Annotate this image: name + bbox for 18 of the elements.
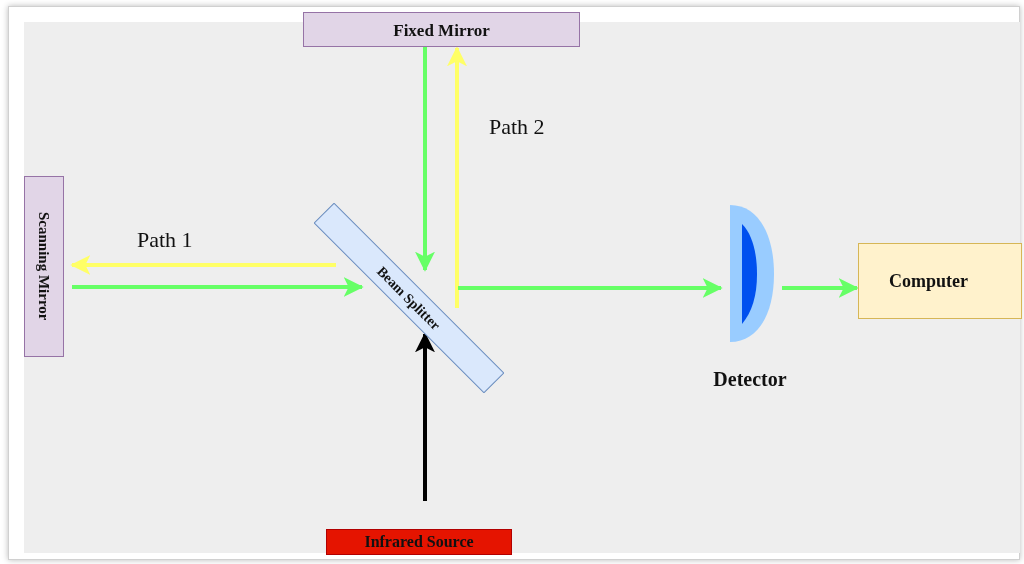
node-label: Computer bbox=[889, 269, 968, 293]
arrow bbox=[70, 255, 336, 275]
arrow bbox=[415, 47, 435, 272]
mirror-box bbox=[24, 176, 64, 357]
arrow bbox=[447, 46, 467, 308]
source-box bbox=[326, 529, 512, 555]
path-label: Path 1 bbox=[137, 226, 193, 254]
node-label: Infrared Source bbox=[364, 532, 474, 552]
node-label: Fixed Mirror bbox=[393, 19, 490, 42]
arrow bbox=[458, 278, 723, 298]
process-box bbox=[858, 243, 1022, 319]
arrow bbox=[415, 332, 435, 501]
arrow bbox=[72, 277, 364, 297]
node-label: Detector bbox=[713, 368, 787, 390]
mirror-box bbox=[303, 12, 580, 47]
node-label: Scanning Mirror bbox=[36, 212, 53, 321]
arrow bbox=[782, 278, 859, 298]
path-label: Path 2 bbox=[489, 113, 545, 141]
